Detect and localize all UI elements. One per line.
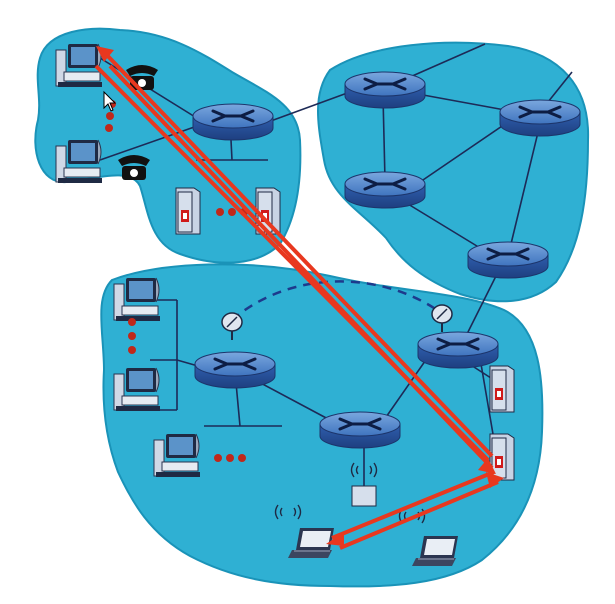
desktop-computer-icon bbox=[153, 433, 201, 478]
end-to-end-path-arrows bbox=[94, 46, 504, 550]
router-icon bbox=[466, 240, 550, 280]
desktop-computer-icon bbox=[55, 43, 103, 88]
router-icon bbox=[498, 98, 582, 138]
server-icon bbox=[489, 365, 515, 413]
desktop-computer-icon bbox=[113, 367, 161, 412]
server-icon bbox=[175, 187, 201, 235]
desktop-computer-icon bbox=[55, 139, 103, 184]
desktop-computer-icon bbox=[113, 277, 161, 322]
wireless-access-point-icon bbox=[350, 462, 378, 507]
telephone-icon bbox=[118, 155, 150, 180]
mouse-cursor-icon bbox=[103, 90, 117, 112]
router-icon bbox=[343, 70, 427, 110]
satellite-link bbox=[231, 280, 441, 321]
server-icon bbox=[255, 187, 281, 235]
router-icon bbox=[193, 350, 277, 390]
router-icon bbox=[416, 330, 500, 370]
router-icon bbox=[343, 170, 427, 210]
router-icon bbox=[191, 102, 275, 142]
router-icon bbox=[318, 410, 402, 450]
